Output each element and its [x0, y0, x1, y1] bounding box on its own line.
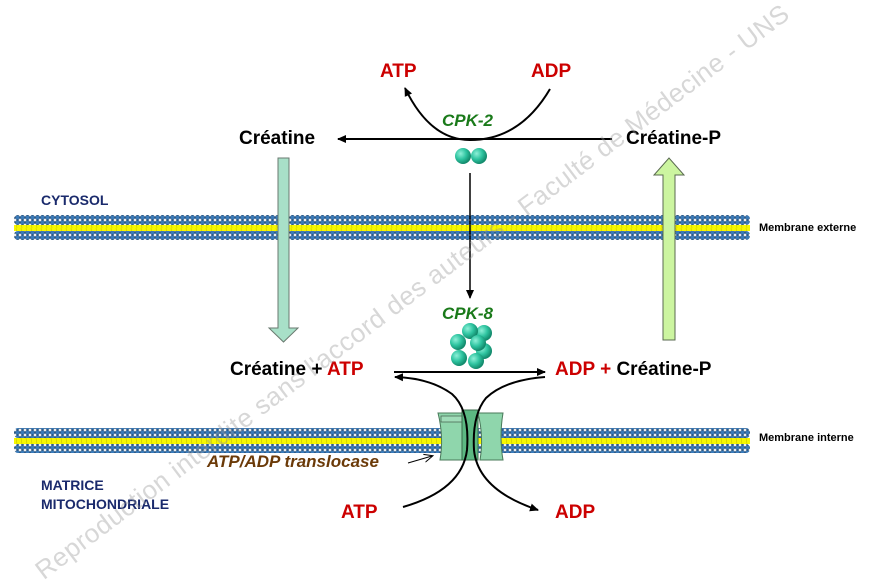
mito-plus-right: +: [600, 359, 612, 380]
mito-reaction-left: Créatine + ATP: [230, 359, 364, 381]
cytosol-atp-label: ATP: [380, 61, 417, 82]
mito-reaction-right: ADP + Créatine-P: [555, 359, 711, 381]
mito-adp-label: ADP: [555, 359, 595, 380]
matrix-label-line1: MATRICE: [41, 477, 104, 493]
translocase-protein-icon: [437, 409, 504, 461]
cpk8-label: CPK-8: [442, 304, 494, 323]
atp-export-arrow: [394, 373, 469, 508]
translocase-pointer: [407, 456, 432, 464]
inner-membrane-label: Membrane interne: [759, 432, 854, 444]
cpk2-label: CPK-2: [442, 111, 494, 130]
mito-atp-label: ATP: [327, 359, 364, 380]
cpk2-cofactor-arrow: [404, 87, 551, 142]
cpk8-enzyme-icon: [450, 323, 492, 369]
outer-membrane-label: Membrane externe: [759, 222, 857, 234]
cytosol-label: CYTOSOL: [41, 192, 109, 208]
cytosol-creatine-p-label: Créatine-P: [626, 128, 722, 149]
matrix-adp-label: ADP: [555, 502, 596, 523]
matrix-atp-label: ATP: [341, 502, 378, 523]
cytosol-adp-label: ADP: [531, 61, 572, 82]
outer-membrane: [14, 215, 750, 240]
adp-import-arrow: [472, 376, 546, 512]
mito-creatine-p-label: Créatine-P: [616, 359, 712, 380]
creatine-p-export-arrow: [652, 157, 686, 341]
matrix-label-line2: MITOCHONDRIALE: [41, 496, 170, 512]
inner-membrane: [14, 428, 750, 453]
creatine-import-arrow: [267, 157, 300, 343]
cpk2-enzyme-icon: [455, 148, 487, 164]
mito-plus-left: +: [311, 359, 323, 380]
mito-creatine-label: Créatine: [230, 359, 307, 380]
cytosol-creatine-label: Créatine: [239, 128, 316, 149]
translocase-label: ATP/ADP translocase: [207, 452, 379, 471]
